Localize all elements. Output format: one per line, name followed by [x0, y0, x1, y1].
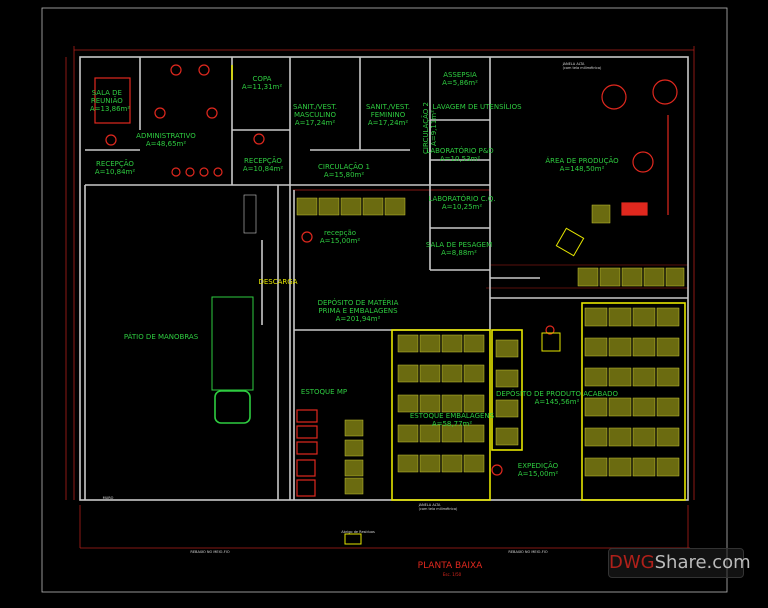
note: REBAIXO NO MEIO-FIO	[190, 550, 230, 554]
room-label: PÁTIO DE MANOBRAS	[123, 333, 199, 341]
equipment	[555, 227, 585, 257]
room-label: LAVAGEM DE UTENSÍLIOS	[432, 103, 522, 111]
waste-shelter	[344, 533, 362, 545]
note: JANELA ALTA(com tela milimétrica)	[418, 503, 458, 511]
room-label: ESTOQUE MP	[300, 388, 348, 396]
dimension-lines	[65, 46, 695, 549]
watermark-logo: DWGShare.com	[608, 548, 751, 578]
sheet-border	[41, 7, 728, 593]
note: JANELA ALTA(com tela milimétrica)	[562, 62, 602, 70]
pallets	[296, 197, 685, 495]
equipment	[541, 332, 561, 352]
note: Abrigo de Resíduos	[341, 530, 375, 534]
rack-zones	[231, 65, 686, 501]
note: MURO	[102, 496, 114, 500]
note: REBAIXO NO MEIO-FIO	[508, 550, 548, 554]
room-label: LABORATÓRIO C.Q.A=10,25m²	[428, 195, 496, 211]
furniture	[94, 64, 678, 497]
walls	[79, 56, 689, 501]
truck-icon	[211, 296, 254, 424]
room-label: DESCARGA	[258, 278, 298, 286]
drawing-scale: Esc. 1/50	[442, 572, 462, 577]
stairs	[243, 194, 257, 234]
drawing-title: PLANTA BAIXA	[417, 561, 483, 571]
